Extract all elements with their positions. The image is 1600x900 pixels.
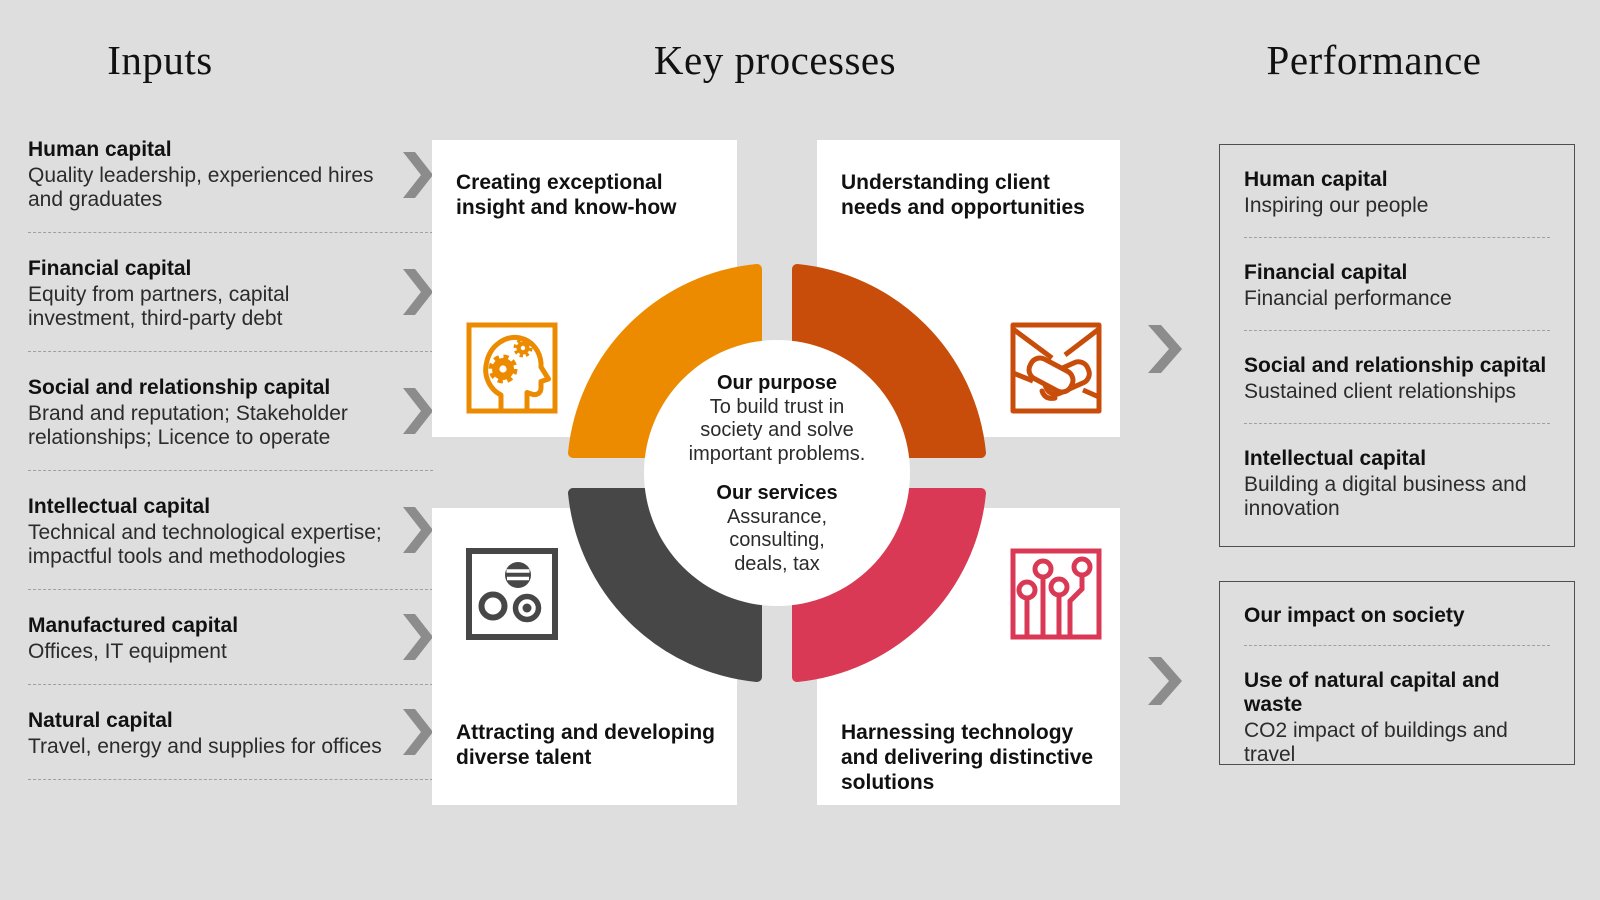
performance-item-human-capital: Human capital Inspiring our people bbox=[1244, 145, 1550, 238]
head-gears-icon bbox=[466, 322, 558, 414]
input-description: Brand and reputation; Stakeholder relati… bbox=[28, 402, 348, 449]
key-processes-column-title: Key processes bbox=[653, 37, 897, 83]
process-card-heading: Attracting and developing diverse talent bbox=[456, 721, 716, 769]
inputs-column-title: Inputs bbox=[107, 37, 213, 83]
performance-heading: Social and relationship capital bbox=[1244, 354, 1547, 377]
flow-chevron-icon bbox=[1148, 657, 1182, 705]
inputs-list: Human capital Quality leadership, experi… bbox=[28, 128, 433, 780]
performance-item-social-capital: Social and relationship capital Sustaine… bbox=[1244, 331, 1550, 424]
performance-heading: Human capital bbox=[1244, 168, 1388, 191]
performance-heading: Financial capital bbox=[1244, 261, 1408, 284]
diverse-talent-icon bbox=[466, 548, 558, 640]
process-card-heading: Understanding client needs and opportuni… bbox=[841, 171, 1085, 219]
purpose-text: To build trust in society and solve impo… bbox=[688, 395, 866, 465]
input-item-social-capital: Social and relationship capital Brand an… bbox=[28, 352, 433, 471]
input-description: Offices, IT equipment bbox=[28, 640, 227, 663]
performance-box-society: Our impact on society Use of natural cap… bbox=[1219, 581, 1575, 766]
input-item-human-capital: Human capital Quality leadership, experi… bbox=[28, 128, 433, 233]
input-heading: Natural capital bbox=[28, 709, 173, 732]
chevron-right-icon bbox=[403, 709, 433, 755]
performance-item-natural-capital-waste: Use of natural capital and waste CO2 imp… bbox=[1244, 646, 1550, 786]
process-card-heading: Creating exceptional insight and know-ho… bbox=[456, 171, 677, 219]
performance-item-impact-society: Our impact on society bbox=[1244, 582, 1550, 646]
handshake-icon bbox=[1010, 322, 1102, 414]
input-heading: Manufactured capital bbox=[28, 614, 239, 637]
input-heading: Intellectual capital bbox=[28, 495, 211, 518]
performance-description: Sustained client relationships bbox=[1244, 380, 1516, 403]
purpose-statement: Our purpose To build trust in society an… bbox=[662, 372, 892, 576]
input-item-manufactured-capital: Manufactured capital Offices, IT equipme… bbox=[28, 590, 433, 685]
chevron-right-icon bbox=[403, 152, 433, 198]
services-text: Assurance, consulting, deals, tax bbox=[726, 505, 828, 575]
performance-description: Building a digital business and innovati… bbox=[1244, 473, 1527, 520]
purpose-heading: Our purpose bbox=[716, 372, 837, 394]
input-description: Travel, energy and supplies for offices bbox=[28, 735, 382, 758]
input-heading: Human capital bbox=[28, 138, 172, 161]
input-heading: Financial capital bbox=[28, 257, 192, 280]
process-card-heading: Harnessing technology and delivering dis… bbox=[841, 721, 1094, 794]
chevron-right-icon bbox=[403, 388, 433, 434]
input-item-intellectual-capital: Intellectual capital Technical and techn… bbox=[28, 471, 433, 590]
performance-description: Financial performance bbox=[1244, 287, 1452, 310]
performance-item-financial-capital: Financial capital Financial performance bbox=[1244, 238, 1550, 331]
performance-description: CO2 impact of buildings and travel bbox=[1244, 719, 1508, 766]
flow-chevron-icon bbox=[1148, 325, 1182, 373]
chevron-right-icon bbox=[403, 614, 433, 660]
performance-column-title: Performance bbox=[1266, 37, 1482, 83]
input-description: Equity from partners, capital investment… bbox=[28, 283, 290, 330]
input-item-financial-capital: Financial capital Equity from partners, … bbox=[28, 233, 433, 352]
circuit-technology-icon bbox=[1010, 548, 1102, 640]
performance-heading: Our impact on society bbox=[1244, 604, 1465, 627]
input-item-natural-capital: Natural capital Travel, energy and suppl… bbox=[28, 685, 433, 780]
performance-heading: Use of natural capital and waste bbox=[1244, 669, 1500, 716]
input-description: Quality leadership, experienced hires an… bbox=[28, 164, 374, 211]
performance-description: Inspiring our people bbox=[1244, 194, 1429, 217]
input-description: Technical and technological expertise; i… bbox=[28, 521, 382, 568]
chevron-right-icon bbox=[403, 269, 433, 315]
input-heading: Social and relationship capital bbox=[28, 376, 331, 399]
performance-heading: Intellectual capital bbox=[1244, 447, 1427, 470]
services-heading: Our services bbox=[716, 482, 838, 504]
performance-box-capitals: Human capital Inspiring our people Finan… bbox=[1219, 144, 1575, 547]
chevron-right-icon bbox=[403, 507, 433, 553]
performance-item-intellectual-capital: Intellectual capital Building a digital … bbox=[1244, 424, 1550, 540]
